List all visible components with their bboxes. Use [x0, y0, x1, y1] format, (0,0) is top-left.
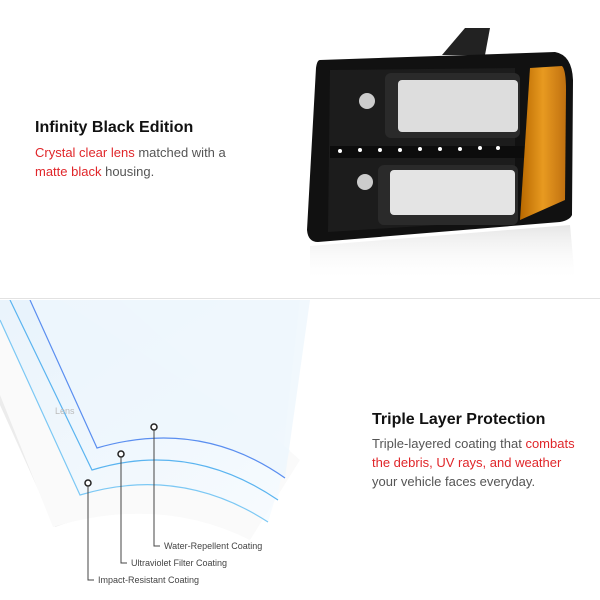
- section-title: Infinity Black Edition: [35, 119, 194, 136]
- uv-filter-label: Ultraviolet Filter Coating: [131, 558, 228, 568]
- water-repellent-layer: [29, 300, 286, 479]
- impact-resistant-label: Impact-Resistant Coating: [98, 575, 200, 585]
- section-infinity-black: Infinity Black Edition Crystal clear len…: [35, 119, 245, 181]
- uv-filter-marker: [117, 450, 125, 458]
- lens-label: Lens: [55, 406, 75, 416]
- section-triple-layer: Triple Layer Protection Triple-layered c…: [372, 411, 582, 491]
- headlight-image: [307, 28, 575, 282]
- section-body: Crystal clear lens matched with a matte …: [35, 145, 226, 179]
- water-repellent-label: Water-Repellent Coating: [164, 541, 263, 551]
- impact-resistant-marker: [84, 479, 92, 487]
- section-title: Triple Layer Protection: [372, 411, 546, 428]
- section-divider: [0, 298, 600, 299]
- impact-resistant-layer: [0, 319, 269, 523]
- uv-filter-layer: [9, 300, 279, 501]
- coating-diagram: [0, 300, 310, 581]
- section-body: Triple-layered coating that combats the …: [372, 436, 575, 489]
- water-repellent-marker: [150, 423, 158, 431]
